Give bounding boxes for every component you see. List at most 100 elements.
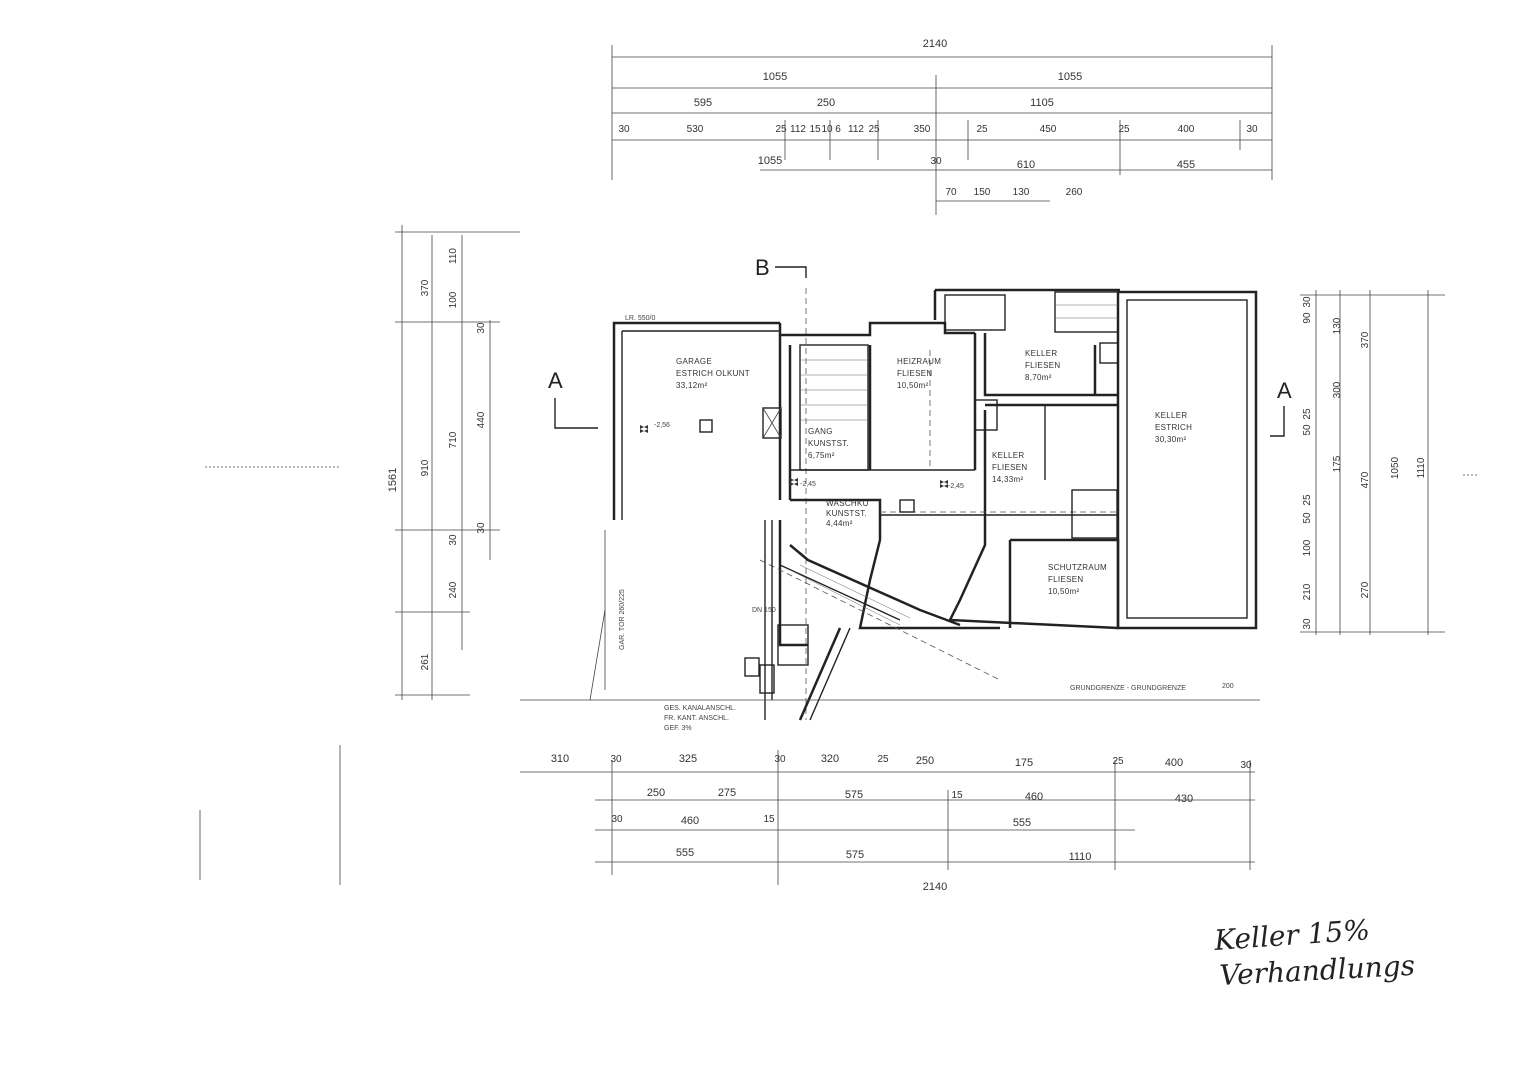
- right-dim-5: 25: [1302, 408, 1313, 420]
- svg-text:14,33m²: 14,33m²: [992, 475, 1023, 484]
- bottom-dim-r1-5: 25: [877, 754, 889, 765]
- section-a-right-label: A: [1277, 378, 1292, 403]
- svg-text:GANG: GANG: [808, 427, 833, 436]
- bottom-dim-r2-3: 15: [951, 790, 963, 801]
- note-garage-gate: GAR. TOR 260/225: [619, 589, 626, 650]
- bottom-dim-r3-3: 555: [1013, 817, 1031, 829]
- right-dimension-chains: 30 90 130 370 300 25 50 1050 1110 470 17…: [1300, 290, 1445, 635]
- right-dim-2: 130: [1332, 317, 1343, 334]
- top-dim-r4-4: 15: [809, 124, 821, 135]
- left-dim-7: 440: [476, 411, 487, 428]
- svg-text:8,70m²: 8,70m²: [1025, 373, 1052, 382]
- note-kanal-2: FR. KANT. ANSCHL.: [664, 715, 729, 722]
- section-b-label: B: [755, 255, 770, 280]
- bottom-dim-r1-0: 310: [551, 753, 569, 765]
- top-dim-r3-b: 250: [817, 97, 835, 109]
- floor-plan-walls: [205, 288, 1478, 721]
- svg-text:10,50m²: 10,50m²: [1048, 587, 1079, 596]
- note-grenze: GRUNDGRENZE - GRUNDGRENZE: [1070, 685, 1186, 692]
- bottom-dim-r3-0: 30: [611, 814, 623, 825]
- svg-text:WASCHKÜ: WASCHKÜ: [826, 499, 869, 508]
- svg-text:10,50m²: 10,50m²: [897, 381, 928, 390]
- top-dim-r4-1: 530: [687, 124, 704, 135]
- room-schutzraum: SCHUTZRAUM FLIESEN 10,50m²: [1048, 563, 1107, 596]
- bottom-dim-r1-7: 175: [1015, 757, 1033, 769]
- bottom-dim-r2-1: 275: [718, 787, 736, 799]
- top-dimension-chains: 2140 1055 1055 595 250 1105 30 530 25 11…: [611, 38, 1273, 215]
- note-level-keller: -2,45: [800, 481, 816, 488]
- bottom-dim-r2-4: 460: [1025, 791, 1043, 803]
- section-markers: A A B: [548, 255, 1292, 720]
- top-dim-r6-a: 70: [945, 187, 957, 198]
- left-dim-4: 30: [476, 322, 487, 334]
- bottom-dim-r1-4: 320: [821, 753, 839, 765]
- room-labels: GARAGE ESTRICH OLKUNT 33,12m² GANG KUNST…: [676, 349, 1192, 596]
- bottom-dim-r2-0: 250: [647, 787, 665, 799]
- room-garage: GARAGE ESTRICH OLKUNT 33,12m²: [676, 357, 750, 390]
- svg-text:4,44m²: 4,44m²: [826, 519, 853, 528]
- svg-text:SCHUTZRAUM: SCHUTZRAUM: [1048, 563, 1107, 572]
- svg-text:FLIESEN: FLIESEN: [1025, 361, 1060, 370]
- room-keller-middle: KELLER FLIESEN 14,33m²: [992, 451, 1027, 484]
- note-rohr: DN 150: [752, 607, 776, 614]
- top-dim-total: 2140: [923, 38, 947, 50]
- top-dim-r6-d: 260: [1066, 187, 1083, 198]
- right-dim-10: 175: [1332, 455, 1343, 472]
- top-dim-r4-6: 6: [835, 124, 841, 135]
- bottom-dim-r1-2: 325: [679, 753, 697, 765]
- svg-text:HEIZRAUM: HEIZRAUM: [897, 357, 941, 366]
- bottom-dim-r4-2: 1110: [1069, 851, 1092, 863]
- svg-text:30,30m²: 30,30m²: [1155, 435, 1186, 444]
- note-lr-sill: LR. 550/0: [625, 315, 655, 322]
- top-dim-r5-d: 455: [1177, 159, 1195, 171]
- note-kanal-3: GEF. 3%: [664, 725, 692, 732]
- left-dim-total: 1561: [387, 468, 399, 492]
- left-dim-10: 240: [448, 581, 459, 598]
- bottom-dim-r3-2: 15: [763, 814, 775, 825]
- svg-text:GARAGE: GARAGE: [676, 357, 712, 366]
- top-dim-r6-c: 130: [1013, 187, 1030, 198]
- left-dim-11: 261: [420, 653, 431, 670]
- top-dim-r4-12: 25: [1118, 124, 1130, 135]
- bottom-dim-r4-0: 555: [676, 847, 694, 859]
- svg-text:KELLER: KELLER: [992, 451, 1024, 460]
- section-a-left-label: A: [548, 368, 563, 393]
- handwritten-annotation: Keller 15% Verhandlungs: [1212, 913, 1416, 992]
- top-dim-r5-a: 1055: [758, 155, 782, 167]
- top-dim-r4-7: 112: [848, 124, 864, 135]
- right-dim-0: 30: [1302, 296, 1313, 308]
- top-dim-r4-5: 10: [821, 124, 833, 135]
- note-level-center: -2,45: [948, 483, 964, 490]
- top-dim-r4-2: 25: [775, 124, 787, 135]
- bottom-dim-r1-6: 250: [916, 755, 934, 767]
- top-dim-r6-b: 150: [974, 187, 991, 198]
- left-dim-5: 910: [420, 459, 431, 476]
- bottom-dimension-chains: 310 30 325 30 320 25 250 175 25 400 30 2…: [199, 745, 1255, 893]
- right-dim-16: 30: [1302, 618, 1313, 630]
- top-dim-r4-13: 400: [1178, 124, 1195, 135]
- top-dim-left-half: 1055: [763, 71, 787, 83]
- top-dim-r4-14: 30: [1246, 124, 1258, 135]
- plan-notes: LR. 550/0 -2,56 -2,45 -2,45 DN 150 GES. …: [619, 315, 1234, 732]
- svg-text:KUNSTST.: KUNSTST.: [808, 439, 849, 448]
- top-dim-r4-8: 25: [868, 124, 880, 135]
- bottom-dim-r2-2: 575: [845, 789, 863, 801]
- bottom-dim-r1-3: 30: [774, 754, 786, 765]
- right-dim-7: 1050: [1390, 456, 1401, 479]
- left-dim-1: 370: [420, 279, 431, 296]
- right-dim-14: 270: [1360, 581, 1371, 598]
- handwriting-line-2: Verhandlungs: [1219, 949, 1416, 992]
- room-waschkueche: WASCHKÜ KUNSTST. 4,44m²: [826, 499, 869, 528]
- right-dim-12: 50: [1302, 512, 1313, 524]
- top-dim-r5-b: 30: [930, 156, 942, 167]
- right-dim-11: 25: [1302, 494, 1313, 506]
- right-dim-8: 1110: [1416, 457, 1427, 478]
- right-dim-9: 470: [1360, 471, 1371, 488]
- left-dim-2: 100: [448, 291, 459, 308]
- room-gang: GANG KUNSTST. 6,75m²: [808, 427, 849, 460]
- top-dim-r4-0: 30: [618, 124, 630, 135]
- bottom-dim-r4-1: 575: [846, 849, 864, 861]
- room-keller-small: KELLER FLIESEN 8,70m²: [1025, 349, 1060, 382]
- svg-text:FLIESEN: FLIESEN: [1048, 575, 1083, 584]
- svg-text:KUNSTST.: KUNSTST.: [826, 509, 867, 518]
